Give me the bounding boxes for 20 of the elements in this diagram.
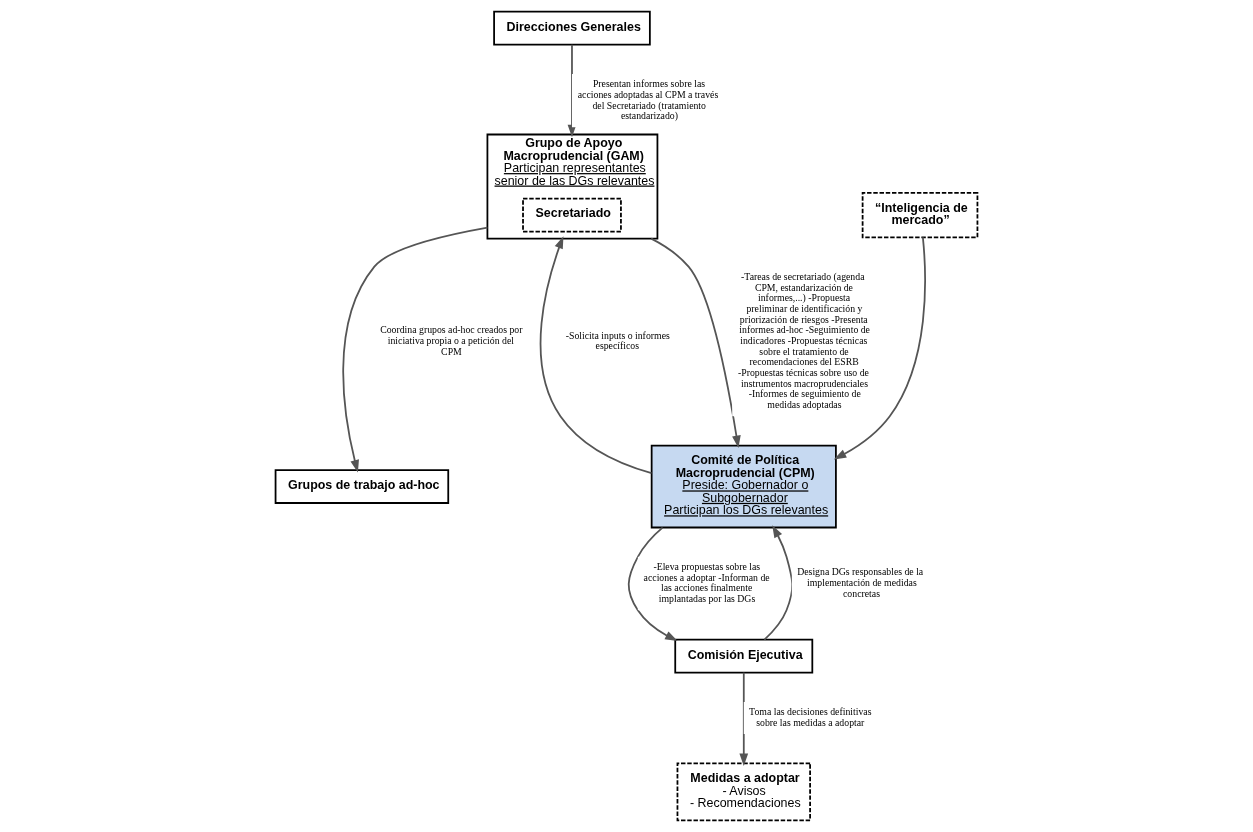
node-box: Comisión Ejecutiva [674,638,814,674]
arrow [539,236,653,474]
edge-label: Presentan informes sobre las acciones adoptadas al CPM a través del Secretariado (tratamiento estandarizado) [577,78,719,122]
arrow [342,226,489,473]
node-box: Secretariado [522,197,622,233]
edge-label: Coordina grupos ad-hoc creados por iniciativa propia o a petición del CPM [380,324,523,357]
node-box: Direcciones Generales [493,10,651,46]
arrow [833,236,926,460]
arrow [627,526,678,641]
edge-label: Toma las decisiones definitivas sobre las medidas a adoptar [749,706,872,728]
node-box: Comité de Política Macroprudencial (CPM) Preside: Gobernador o Subgobernador Participan los DGs relevantes [650,444,837,529]
arrow [739,671,749,767]
edge-label: -Solicita inputs o informes específicos [565,329,670,352]
node-box: Grupos de trabajo ad-hoc [274,469,450,504]
arrow [650,237,741,449]
node-box: Medidas a adoptar - Avisos - Recomendaciones [676,762,811,822]
node-box: “Inteligencia de mercado” [861,191,979,239]
edge-label: -Tareas de secretariado (agenda CPM, estandarización de informes,...) -Propuesta preliminar de identificación y priorización de riesgos -Presenta informes ad-hoc -Seguimiento de indicadores -Propuestas técnicas sobre el tratamiento de recomendaciones del ESRB -Propuestas técnicas sobre uso de instrumentos macroprudenciales -Informes de seguimiento de medidas adoptadas [737,270,870,411]
edge-label: -Eleva propuestas sobre las acciones a adoptar -Informan de las acciones finalmente implantadas por las DGs [643,561,770,605]
edge-label: Designa DGs responsables de la implementación de medidas concretas [797,566,924,599]
